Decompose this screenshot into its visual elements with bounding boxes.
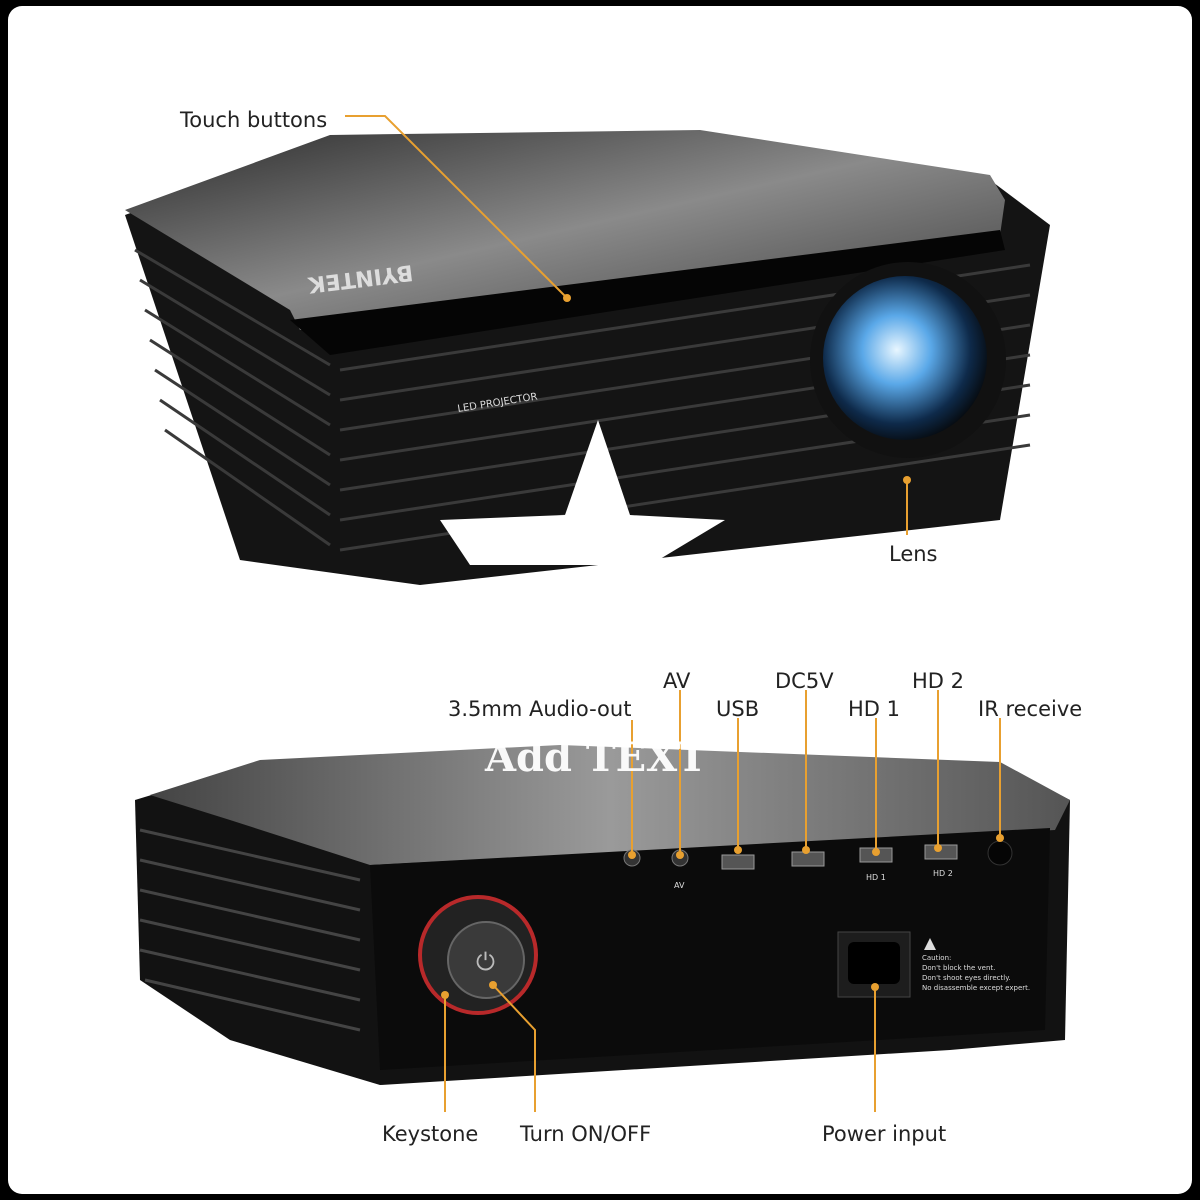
power-socket [848, 942, 900, 984]
warning-icon [924, 938, 936, 950]
projector-illustration: BYINTEK LED PROJECTOR ⏻ AV HD 1 HD 2 [125, 115, 1070, 1112]
power-icon: ⏻ [476, 948, 495, 976]
ir-receiver [987, 840, 1013, 866]
image-frame: BYINTEK LED PROJECTOR ⏻ AV HD 1 HD 2 [8, 6, 1192, 1194]
callout-usb: USB [716, 697, 760, 721]
caution-line: Don't shoot eyes directly. [922, 974, 1011, 982]
callout-hd2: HD 2 [912, 669, 964, 693]
callout-hd1: HD 1 [848, 697, 900, 721]
callout-touch-buttons: Touch buttons [180, 108, 328, 132]
usb-port [721, 854, 755, 870]
callout-lines [345, 115, 1001, 1112]
callout-av: AV [663, 669, 691, 693]
hd2-port-label: HD 2 [933, 869, 953, 878]
callout-dc5v: DC5V [775, 669, 834, 693]
dc5v-usb-port [791, 851, 825, 867]
callout-keystone: Keystone [382, 1122, 479, 1146]
caution-title: Caution: [922, 954, 951, 962]
hd1-port-label: HD 1 [866, 873, 886, 882]
callout-ir-receive: IR receive [978, 697, 1083, 721]
av-port-label: AV [674, 881, 685, 890]
callout-power-toggle: Turn ON/OFF [520, 1122, 652, 1146]
star-shape [440, 420, 725, 565]
callout-power-input: Power input [822, 1122, 947, 1146]
hd2-port [924, 844, 958, 860]
caution-line: Don't block the vent. [922, 964, 995, 972]
power-button [447, 921, 525, 999]
projector-front-view: BYINTEK LED PROJECTOR [125, 130, 1050, 585]
callout-audio-out: 3.5mm Audio-out [448, 697, 632, 721]
projector-back-view: ⏻ AV HD 1 HD 2 Caution: Don't block the … [135, 745, 1070, 1085]
callout-lens: Lens [889, 542, 938, 566]
caution-line: No disassemble except expert. [922, 984, 1030, 992]
watermark: Add TEXT [485, 734, 707, 781]
